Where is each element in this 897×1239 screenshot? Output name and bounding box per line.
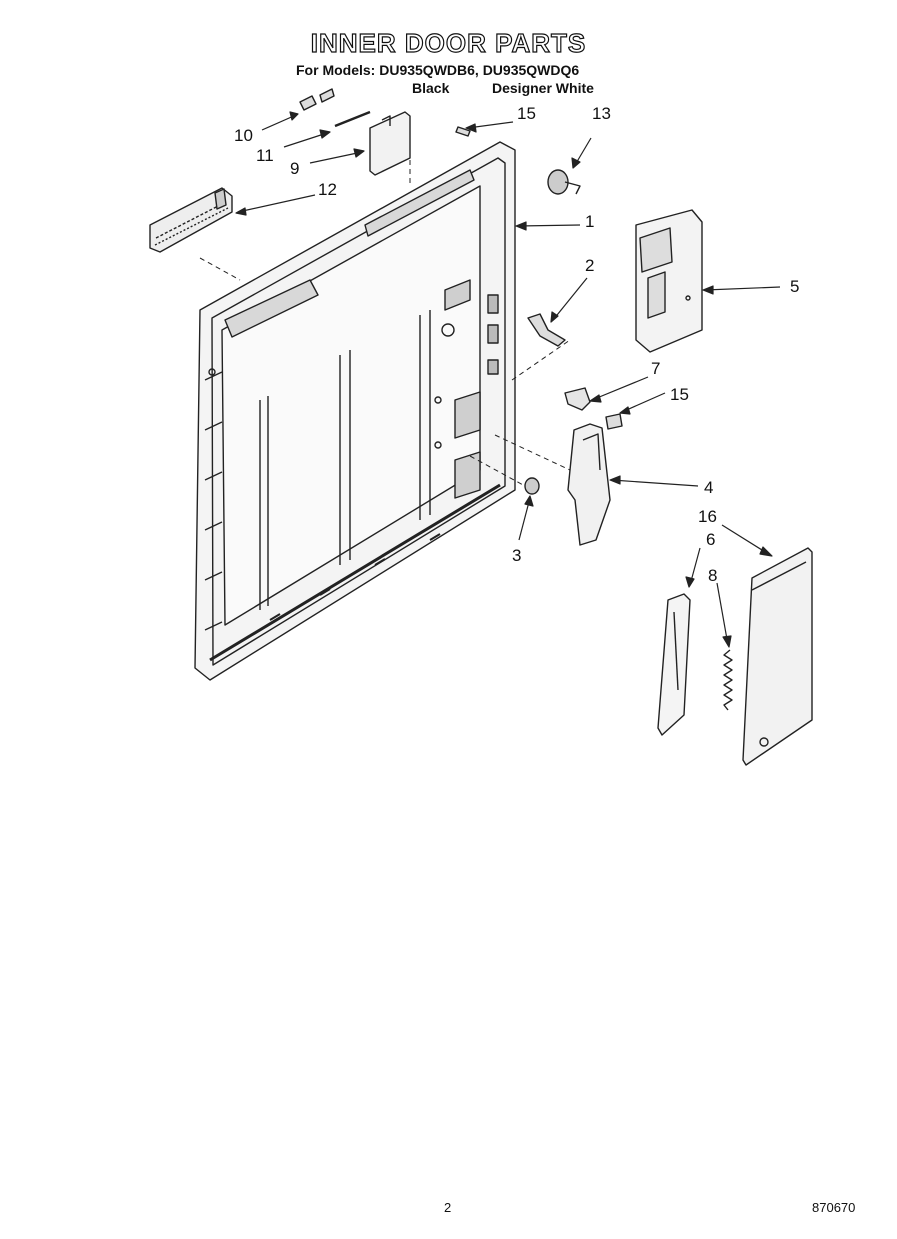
page-number: 2 (444, 1200, 452, 1215)
bumper-part-3 (524, 477, 540, 495)
callout-13: 13 (592, 104, 611, 123)
callout-9: 9 (290, 159, 300, 178)
spring-part-8 (723, 649, 733, 711)
variant-black: Black (412, 80, 450, 96)
spring-part-2 (527, 313, 566, 347)
latch-plate-part-6 (657, 593, 691, 736)
latch-lever-part-4 (567, 423, 611, 546)
callout-12: 12 (318, 180, 337, 199)
screw-part-15-mid (605, 413, 623, 430)
callout-7: 7 (651, 359, 661, 378)
rod-part-11 (334, 110, 371, 128)
knob-part-13 (547, 169, 581, 195)
screw-part-15-top (455, 126, 471, 137)
inner-door-panel-part-1 (194, 141, 516, 681)
callout-3: 3 (512, 546, 522, 565)
callout-1: 1 (585, 212, 595, 231)
document-code: 870670 (812, 1200, 856, 1215)
latch-housing-part-5 (635, 209, 703, 353)
callout-2: 2 (585, 256, 595, 275)
callout-11: 11 (256, 146, 274, 165)
variant-designer-white: Designer White (492, 80, 594, 96)
screw-part-10 (299, 88, 335, 111)
callout-15-top: 15 (517, 104, 536, 123)
callout-16: 16 (698, 507, 717, 526)
callout-10: 10 (234, 126, 253, 145)
diagram-title: INNER DOOR PARTS (310, 27, 587, 58)
callout-15-mid: 15 (670, 385, 689, 404)
vent-grille-part-12 (149, 187, 233, 253)
side-panel-part-16 (742, 547, 813, 766)
callout-5: 5 (790, 277, 800, 296)
callout-4: 4 (704, 478, 714, 497)
callout-8: 8 (708, 566, 718, 585)
clip-part-7 (564, 387, 591, 411)
vent-cover-part-9 (369, 111, 411, 176)
models-subtitle: For Models: DU935QWDB6, DU935QWDQ6 (296, 62, 580, 78)
callout-6: 6 (706, 530, 716, 549)
